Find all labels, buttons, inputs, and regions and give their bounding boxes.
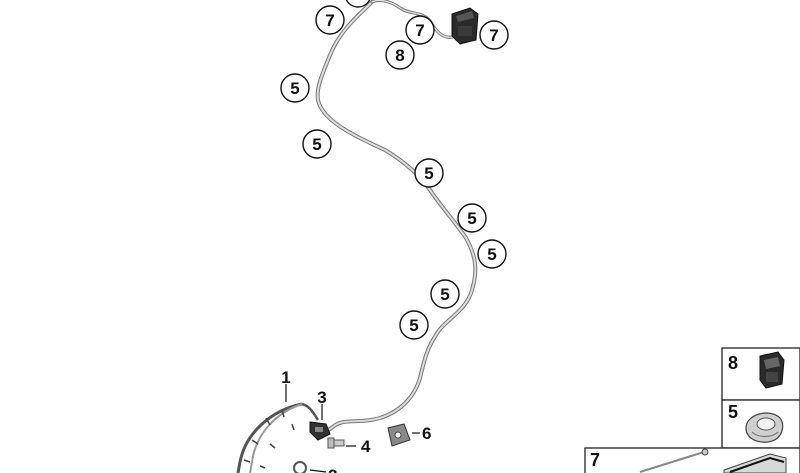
callout-number: 7 [489,26,498,45]
callout-circle [477,239,507,269]
callout-c5: 5 [280,73,310,103]
part-label-6: 6 [422,424,431,443]
cable-highlight [316,1,477,437]
black-cable-clip-icon [759,351,785,389]
callout-circle [479,20,509,50]
ring-clip [293,461,307,473]
callout-number: 5 [290,79,299,98]
callout-circle [315,5,345,35]
callout-number: 7 [415,21,424,40]
leader-lines [285,384,420,473]
callout-number: 5 [424,164,433,183]
callout-circle [405,15,435,45]
grommet-clip-icon [745,412,784,443]
callout-c7: 5 [414,158,444,188]
cable-tie-icon [639,448,787,473]
connector-plug [451,7,479,45]
callout-number: 5 [487,245,496,264]
callout-circle [430,279,460,309]
part-label-4: 4 [361,437,371,456]
callout-circle [385,40,415,70]
callout-c2: 7 [405,15,435,45]
callout-circle [280,73,310,103]
callout-number: 5 [409,316,418,335]
part-label-1: 1 [281,368,290,387]
callout-c1: 7 [315,5,345,35]
sensor-ring [236,402,320,473]
legend-box-8: 8 [721,347,800,401]
bolt [327,437,345,449]
callout-circle [399,310,429,340]
callout-circle [414,158,444,188]
legend-box-5: 5 [721,399,800,449]
callout-number: 5 [440,285,449,304]
legend-number-7: 7 [590,450,600,470]
callout-c3: 8 [385,40,415,70]
callout-circle [302,129,332,159]
callout-number: 8 [395,46,404,65]
callout-c6: 5 [302,129,332,159]
legend-box-7: 7 [584,447,800,473]
part-label-2: 2 [328,466,337,473]
callout-circle [457,203,487,233]
callout-c8: 5 [457,203,487,233]
callout-number: 7 [325,11,334,30]
legend-number-5: 5 [728,402,738,422]
callout-c10: 5 [430,279,460,309]
wheel-speed-sensor [309,421,331,441]
callout-number: 5 [312,135,321,154]
legend-number-8: 8 [728,353,738,373]
callout-c9: 5 [477,239,507,269]
part-label-3: 3 [317,388,326,407]
bracket [387,423,411,447]
callout-number: 5 [467,209,476,228]
callout-c11: 5 [399,310,429,340]
callout-c4: 7 [479,20,509,50]
callout-top-partial [345,0,371,8]
